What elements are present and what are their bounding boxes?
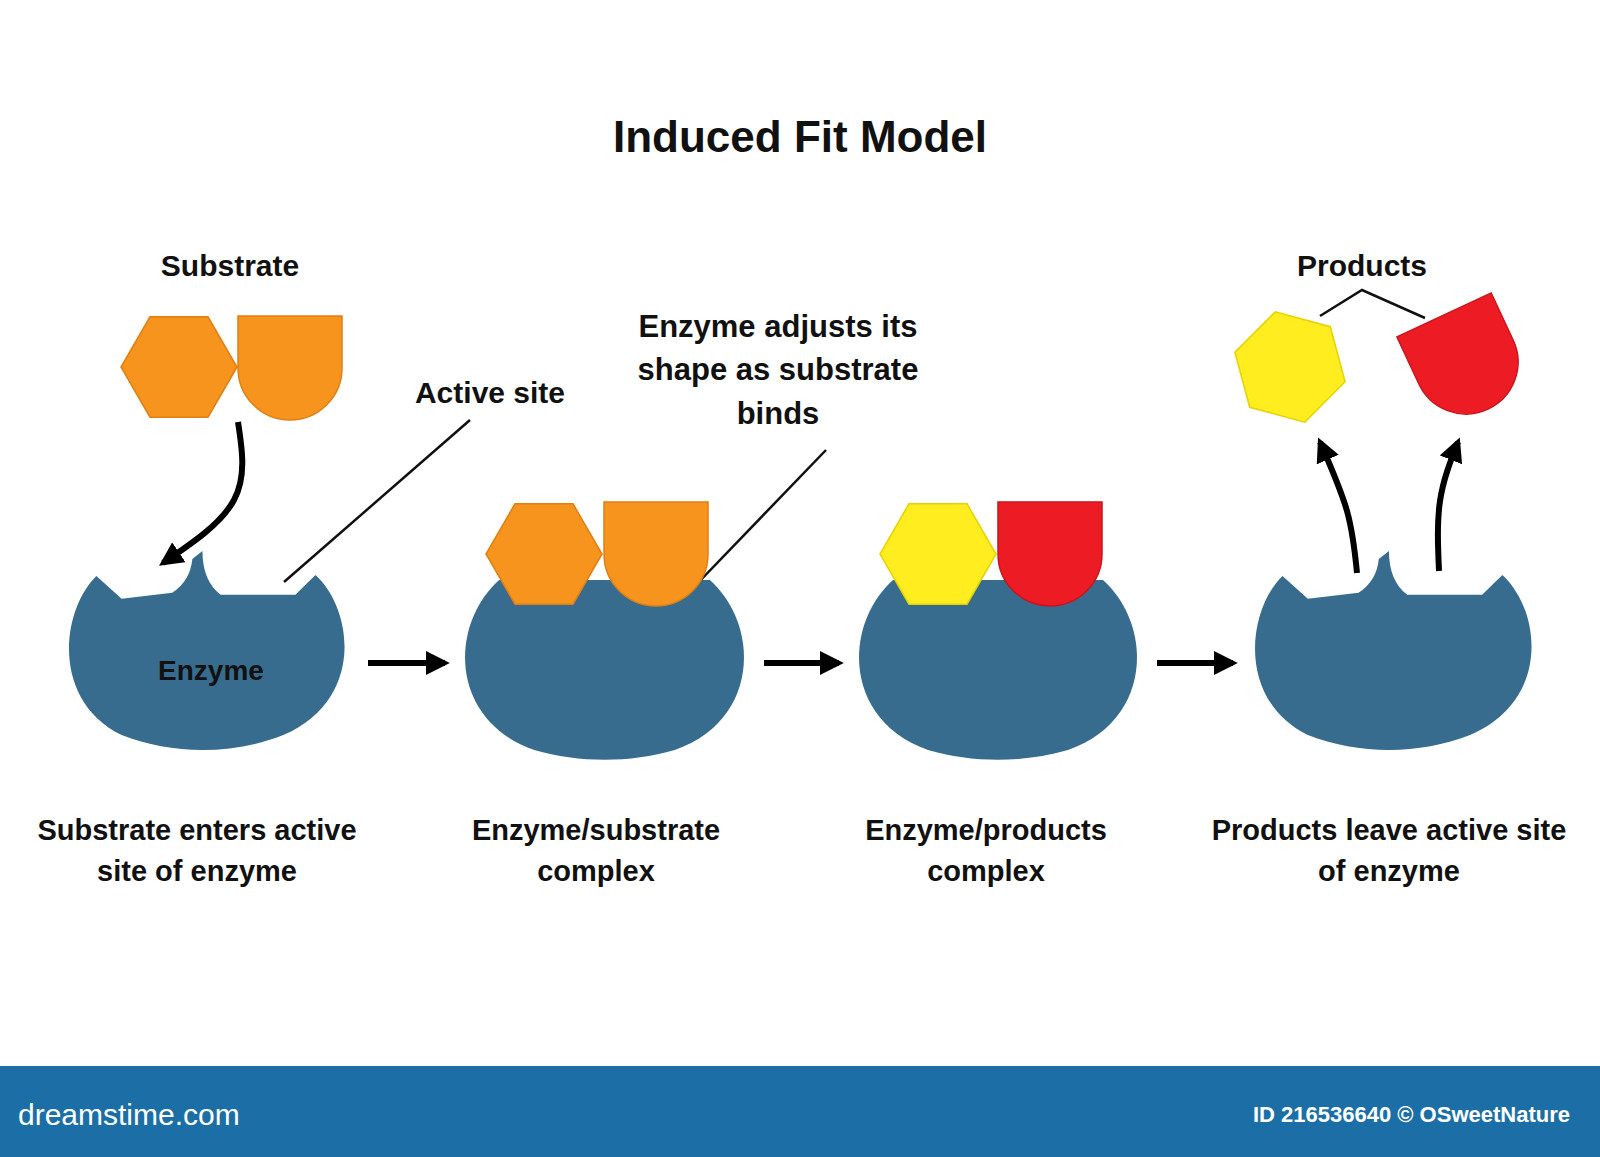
leader-line <box>694 450 826 587</box>
flow-arrow <box>1320 442 1357 573</box>
enzyme-shape: EnzymeSubstrate enters active site of en… <box>61 551 354 755</box>
enzyme-outline <box>459 575 750 760</box>
flow-arrow <box>163 422 242 563</box>
enzyme-outline <box>1247 551 1541 755</box>
heading-label: Substrate <box>120 245 340 287</box>
enzyme-body <box>1255 551 1531 750</box>
enzyme-outline <box>61 551 354 755</box>
enzyme-label: Enzyme <box>111 651 311 690</box>
callout-label: Enzyme adjusts its shape as substrate bi… <box>632 305 924 435</box>
shield-molecule <box>998 502 1102 606</box>
watermark-text: dreamstime.com <box>18 1097 418 1133</box>
shield-molecule <box>604 502 708 606</box>
flow-arrow <box>1157 660 1233 666</box>
stage-caption: Enzyme/substrate complex <box>441 810 751 891</box>
stage-caption: Products leave active site of enzyme <box>1209 810 1569 891</box>
watermark-bar <box>0 1066 1600 1157</box>
enzyme-body <box>69 551 345 750</box>
hexagon-molecule <box>880 504 996 604</box>
flow-arrow <box>764 660 839 666</box>
hexagon-molecule <box>121 317 237 417</box>
watermark-credit: ID 216536640 © OSweetNature <box>1050 1102 1570 1128</box>
hexagon-molecule <box>1235 312 1345 422</box>
bracket-line <box>1320 290 1425 318</box>
enzyme-shape: Enzyme/products complex <box>853 575 1143 760</box>
flow-arrow <box>1438 442 1458 571</box>
enzyme-body <box>859 580 1137 760</box>
flow-arrow <box>368 660 445 666</box>
substrate-group: Substrate <box>122 316 342 420</box>
shield-molecule <box>1397 293 1535 431</box>
hexagon-molecule <box>486 504 602 604</box>
shield-molecule <box>238 316 342 420</box>
heading-label: Products <box>1252 245 1472 287</box>
leader-line <box>284 420 470 582</box>
part-label: Active site <box>370 372 610 414</box>
products-group: Products <box>1228 300 1532 430</box>
enzyme-body <box>465 580 744 760</box>
enzyme-shape: Products leave active site of enzyme <box>1247 551 1541 755</box>
diagram-title: Induced Fit Model <box>400 108 1200 165</box>
stage-caption: Substrate enters active site of enzyme <box>17 810 377 891</box>
stage-caption: Enzyme/products complex <box>831 810 1141 891</box>
enzyme-shape: Enzyme/substrate complex <box>459 575 750 760</box>
enzyme-outline <box>853 575 1143 760</box>
